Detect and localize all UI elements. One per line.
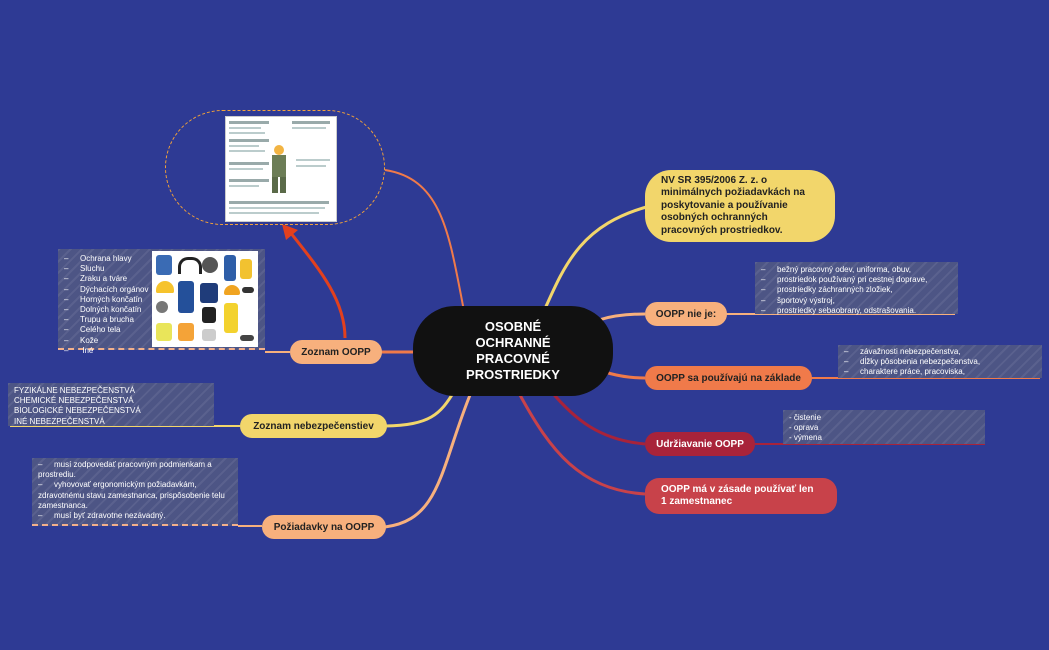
glasses-icon [240, 335, 254, 341]
oopp-item: Ochrana hlavy [80, 254, 132, 263]
oopp-item: Dolných končatín [80, 305, 142, 315]
oopp-item: Dýchacích orgánov [80, 284, 149, 294]
overall-icon [224, 255, 236, 281]
node-oopp-nie-je[interactable]: OOPP nie je: [645, 302, 727, 326]
central-topic-label: OSOBNÉ OCHRANNÉ PRACOVNÉ PROSTRIEDKY [466, 319, 560, 382]
node-zoznam-nebezpecenstiev-label: Zoznam nebezpečenstiev [253, 420, 374, 432]
node-jeden-zamestnanec[interactable]: OOPP má v zásade používať len 1 zamestna… [645, 478, 837, 514]
node-zoznam-oopp-label: Zoznam OOPP [301, 346, 371, 358]
coverall-icon [178, 281, 194, 313]
requirement-line: musí zodpovedať pracovným podmienkam a [54, 460, 212, 469]
hivis-vest-icon [156, 323, 172, 341]
oopp-item: Sluchu [80, 264, 105, 274]
central-topic[interactable]: OSOBNÉ OCHRANNÉ PRACOVNÉ PROSTRIEDKY [413, 306, 613, 396]
not-oopp-item: bežný pracovný odev, uniforma, obuv, [777, 265, 911, 274]
goggles-icon [242, 287, 254, 293]
hardhat-icon [224, 285, 240, 295]
node-nv-sr-label: NV SR 395/2006 Z. z. o minimálnych požia… [661, 174, 805, 236]
basis-item: závažnosti nebezpečenstva, [860, 347, 961, 356]
mask-icon [202, 257, 218, 273]
node-nv-sr[interactable]: NV SR 395/2006 Z. z. o minimálnych požia… [645, 170, 835, 242]
node-oopp-zaklad-label: OOPP sa používajú na základe [656, 372, 801, 384]
requirement-line: prostrediu. [38, 470, 76, 480]
welding-mask-icon [202, 307, 216, 323]
node-oopp-nie-je-label: OOPP nie je: [655, 308, 717, 320]
maintenance-item: - oprava [789, 423, 819, 433]
ppe-infographic-image [225, 116, 337, 222]
node-poziadavky[interactable]: Požiadavky na OOPP [262, 515, 386, 539]
helmet-icon [156, 281, 174, 293]
oopp-item: Kože [80, 335, 99, 345]
jacket-icon [200, 283, 218, 303]
hazmat-suit-icon [224, 303, 238, 333]
node-poziadavky-label: Požiadavky na OOPP [273, 521, 375, 533]
oopp-item: Zraku a tváre [80, 274, 128, 284]
node-udrziavanie[interactable]: Udržiavanie OOPP [645, 432, 755, 456]
requirement-line: musí byť zdravotne nezávadný. [54, 511, 166, 521]
basis-item: charaktere práce, pracoviska, [860, 367, 965, 377]
oopp-item: Celého tela [80, 325, 121, 335]
not-oopp-item: prostriedok používaný pri cestnej doprav… [777, 275, 928, 285]
not-oopp-item: prostriedky záchranných zložiek, [777, 285, 893, 295]
oopp-item: Trupu a brucha [80, 315, 134, 325]
maintenance-item: - výmena [789, 433, 822, 443]
hazard-item: FYZIKÁLNE NEBEZPEČENSTVÁ [14, 386, 135, 395]
node-udrziavanie-label: Udržiavanie OOPP [656, 438, 744, 450]
basis-item: dĺžky pôsobenia nebezpečenstva, [860, 357, 981, 367]
node-jeden-zamestnanec-label: OOPP má v zásade používať len 1 zamestna… [661, 484, 814, 507]
not-oopp-item: prostriedky sebaobrany, odstrašovania. [777, 305, 917, 315]
hazard-item: INÉ NEBEZPEČENSTVÁ [14, 416, 105, 426]
note-hazards[interactable]: FYZIKÁLNE NEBEZPEČENSTVÁ CHEMICKÉ NEBEZP… [8, 383, 214, 426]
requirement-line: zdravotnému stavu zamestnanca, prispôsob… [38, 490, 225, 500]
earmuffs-icon [178, 257, 202, 274]
requirement-line: zamestnanca. [38, 500, 88, 510]
node-oopp-zaklad[interactable]: OOPP sa používajú na základe [645, 366, 812, 390]
apron-icon [178, 323, 194, 341]
oopp-item: Horných končatín [80, 294, 143, 304]
note-not-oopp[interactable]: –bežný pracovný odev, uniforma, obuv, –p… [755, 262, 958, 315]
note-basis[interactable]: –závažnosti nebezpečenstva, –dĺžky pôsob… [838, 345, 1042, 378]
ppe-equipment-image [152, 251, 258, 347]
note-requirements[interactable]: –musí zodpovedať pracovným podmienkam a … [32, 458, 238, 526]
reference-image-frame[interactable] [165, 110, 385, 225]
gloves-icon [202, 329, 216, 341]
maintenance-item: - čistenie [789, 413, 822, 422]
node-zoznam-oopp[interactable]: Zoznam OOPP [290, 340, 382, 364]
node-zoznam-nebezpecenstiev[interactable]: Zoznam nebezpečenstiev [240, 414, 387, 438]
hazard-item: BIOLOGICKÉ NEBEZPEČENSTVÁ [14, 406, 141, 416]
respirator-icon [156, 301, 168, 313]
boots-icon [240, 259, 252, 279]
vest-icon [156, 255, 172, 275]
not-oopp-item: športový výstroj, [777, 295, 835, 305]
requirement-line: vyhovovať ergonomickým požiadavkám, [54, 480, 197, 490]
note-maintenance[interactable]: - čistenie - oprava - výmena [783, 410, 985, 444]
hazard-item: CHEMICKÉ NEBEZPEČENSTVÁ [14, 396, 134, 406]
oopp-item: Iné [80, 345, 94, 355]
